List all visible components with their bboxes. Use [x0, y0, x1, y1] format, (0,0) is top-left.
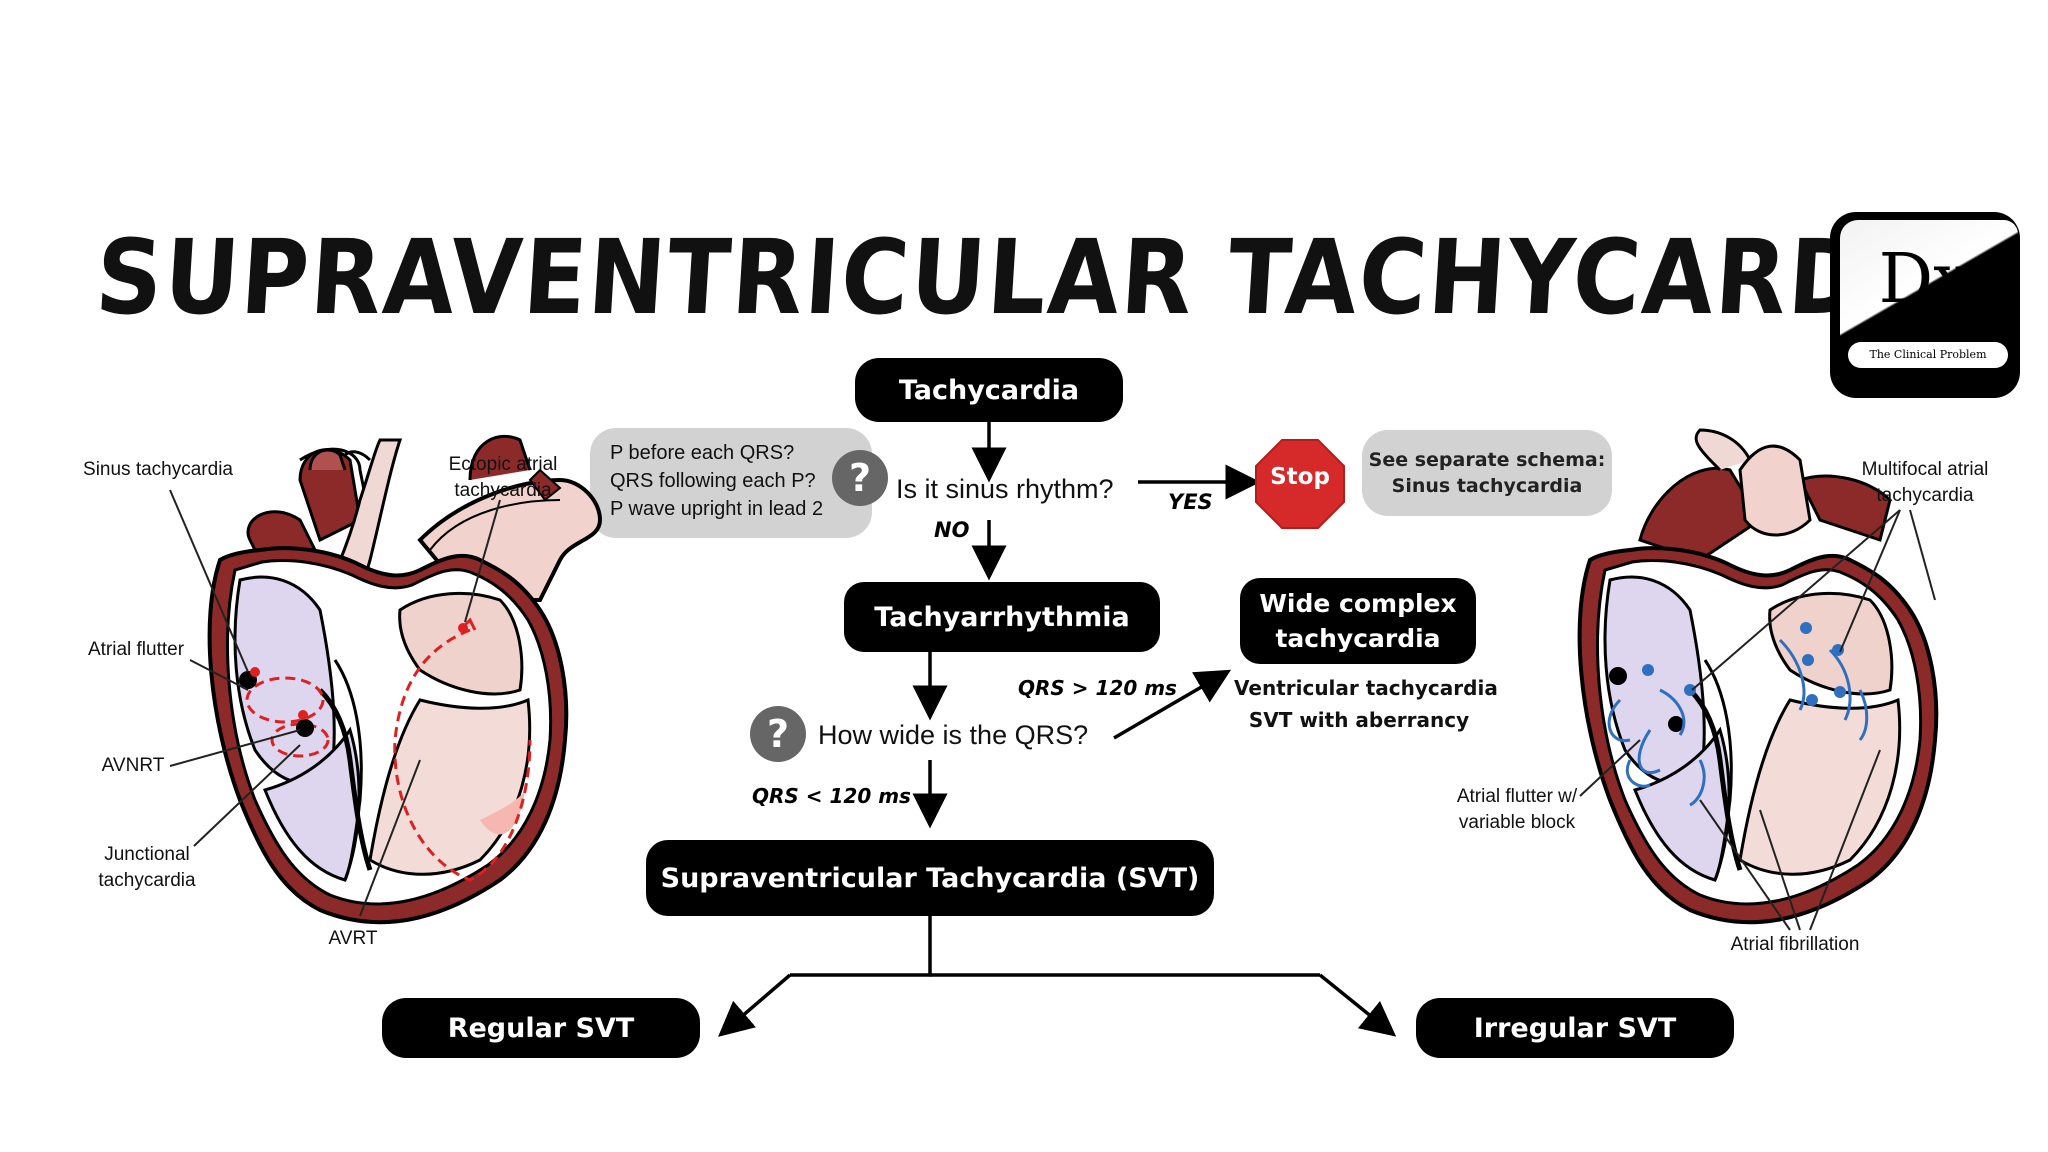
see-schema-box: See separate schema: Sinus tachycardia	[1362, 430, 1612, 516]
sinus-question: Is it sinus rhythm?	[896, 474, 1114, 504]
node-wide-complex: Wide complex tachycardia	[1240, 578, 1476, 664]
node-irregular-svt: Irregular SVT	[1416, 998, 1734, 1058]
left-septum	[333, 659, 363, 881]
label-flutter-variable-1: Atrial flutter w/	[1456, 786, 1578, 807]
criteria-line-2: QRS following each P?	[610, 470, 816, 492]
sinus-criteria-box: P before each QRS? QRS following each P?…	[590, 428, 872, 538]
label-multifocal-1: Multifocal atrial	[1861, 459, 1989, 480]
qrs-question: How wide is the QRS?	[818, 720, 1089, 750]
right-conduction-path	[1688, 688, 1743, 871]
stop-label: Stop	[1270, 464, 1330, 490]
right-ventricle-left	[1738, 697, 1902, 876]
label-avrt: AVRT	[328, 928, 378, 949]
left-atrium-left	[398, 592, 524, 696]
label-atrial-flutter: Atrial flutter	[87, 639, 185, 660]
left-conduction-path	[318, 688, 373, 871]
label-ectopic-atrial: Ectopic atrial tachycardia	[418, 452, 588, 504]
label-multifocal: Multifocal atrial tachycardia	[1840, 457, 2010, 509]
label-ectopic-atrial-2: tachycardia	[454, 480, 552, 501]
criteria-line-3: P wave upright in lead 2	[610, 498, 824, 520]
label-junctional: Junctional tachycardia	[82, 842, 212, 894]
qrs-wide-label: QRS > 120 ms	[1018, 676, 1177, 700]
wide-complex-line-2: tachycardia	[1275, 624, 1441, 653]
left-label-leaders	[169, 489, 501, 917]
node-svt: Supraventricular Tachycardia (SVT)	[646, 840, 1214, 916]
criteria-line-1: P before each QRS?	[610, 442, 795, 464]
label-junctional-2: tachycardia	[98, 870, 196, 891]
right-multifocal-stars	[1642, 622, 1846, 706]
label-sinus-tachycardia: Sinus tachycardia	[83, 459, 233, 480]
logo-tagline: The Clinical Problem Solvers	[1848, 342, 2008, 387]
no-label: NO	[934, 518, 970, 542]
qrs-narrow-label: QRS < 120 ms	[752, 784, 911, 808]
wide-cause-1: Ventricular tachycardia	[1234, 676, 1498, 700]
node-tachycardia: Tachycardia	[855, 358, 1123, 422]
arrow-regular	[718, 973, 792, 1037]
question-icon: ?	[832, 450, 888, 506]
right-fib-arrows	[1607, 638, 1869, 807]
label-avnrt: AVNRT	[101, 755, 165, 776]
logo-mark: Dx	[1878, 240, 1972, 319]
node-regular-svt: Regular SVT	[382, 998, 700, 1058]
right-septum	[1703, 659, 1733, 881]
av-node	[296, 719, 314, 737]
wide-complex-line-1: Wide complex	[1259, 589, 1457, 618]
node-tachyarrhythmia: Tachyarrhythmia	[844, 582, 1160, 652]
label-atrial-fibrillation: Atrial fibrillation	[1730, 934, 1860, 955]
right-sinus-node	[1609, 667, 1627, 685]
label-junctional-1: Junctional	[104, 844, 190, 865]
yes-label: YES	[1168, 490, 1213, 514]
question-icon-2: ?	[750, 706, 806, 762]
see-schema-line-2: Sinus tachycardia	[1391, 475, 1583, 497]
see-schema-line-1: See separate schema:	[1368, 449, 1606, 471]
label-ectopic-atrial-1: Ectopic atrial	[448, 454, 558, 475]
label-flutter-variable: Atrial flutter w/ variable block	[1432, 784, 1602, 836]
arrow-wide	[1113, 669, 1232, 740]
dx-logo: Dx The Clinical Problem Solvers	[1830, 212, 2020, 398]
right-av-node	[1668, 716, 1684, 732]
label-multifocal-2: tachycardia	[1876, 485, 1974, 506]
label-flutter-variable-2: variable block	[1458, 812, 1576, 833]
right-heart-vessels	[1638, 428, 1892, 562]
left-foci	[250, 623, 468, 720]
wide-cause-2: SVT with aberrancy	[1248, 708, 1470, 732]
arrow-irregular	[1318, 973, 1397, 1037]
right-label-leaders	[1579, 509, 1936, 931]
